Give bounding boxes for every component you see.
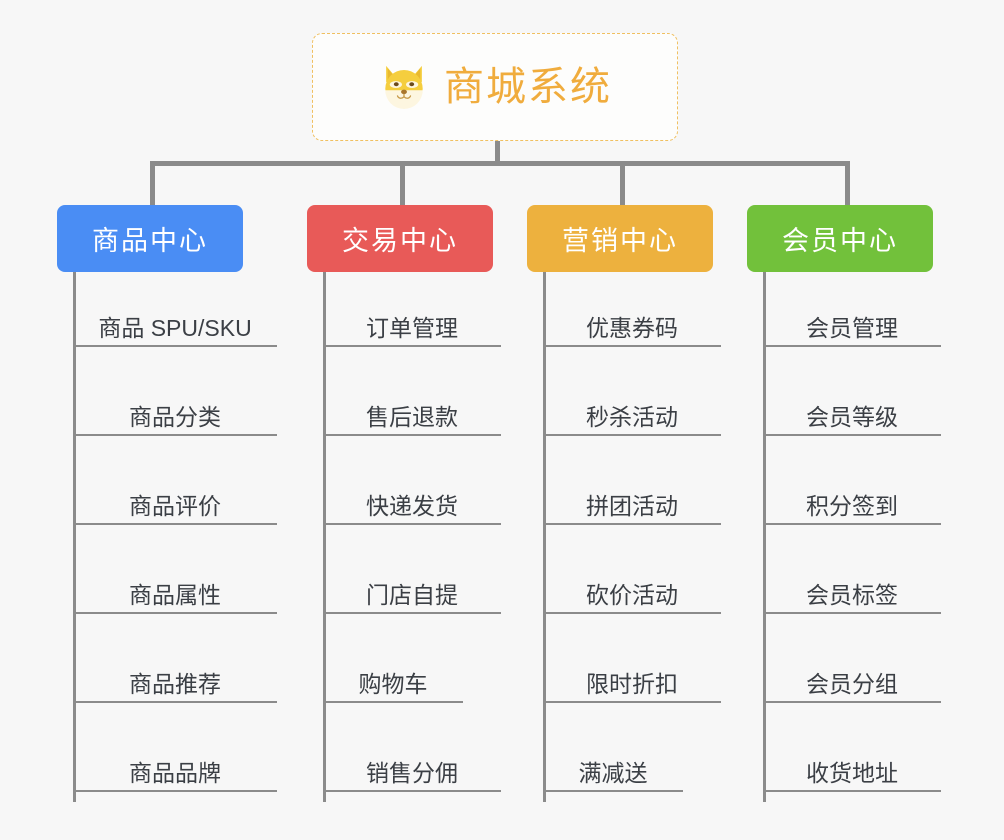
branch-spine-1 (323, 272, 326, 802)
connector-root-stub (495, 141, 500, 161)
leaf-node[interactable]: 商品 SPU/SKU (73, 302, 277, 347)
leaf-node[interactable]: 会员标签 (763, 569, 941, 614)
branch-header-3[interactable]: 会员中心 (747, 205, 933, 272)
shiba-dog-icon (385, 65, 423, 109)
leaf-node[interactable]: 商品评价 (73, 480, 277, 525)
branch-header-2[interactable]: 营销中心 (527, 205, 713, 272)
branch-header-1[interactable]: 交易中心 (307, 205, 493, 272)
leaf-node[interactable]: 限时折扣 (543, 658, 721, 703)
root-node[interactable]: 商城系统 (312, 33, 678, 141)
connector-drop-1 (150, 161, 155, 207)
branch-spine-3 (763, 272, 766, 802)
leaf-node[interactable]: 商品品牌 (73, 747, 277, 792)
leaf-node[interactable]: 销售分佣 (323, 747, 501, 792)
leaf-node[interactable]: 商品推荐 (73, 658, 277, 703)
leaf-node[interactable]: 快递发货 (323, 480, 501, 525)
leaf-node[interactable]: 商品属性 (73, 569, 277, 614)
leaf-node[interactable]: 会员等级 (763, 391, 941, 436)
leaf-node[interactable]: 优惠券码 (543, 302, 721, 347)
leaf-node[interactable]: 拼团活动 (543, 480, 721, 525)
branch-spine-2 (543, 272, 546, 802)
leaf-node[interactable]: 会员分组 (763, 658, 941, 703)
leaf-node[interactable]: 售后退款 (323, 391, 501, 436)
leaf-node[interactable]: 门店自提 (323, 569, 501, 614)
leaf-node[interactable]: 积分签到 (763, 480, 941, 525)
leaf-node[interactable]: 收货地址 (763, 747, 941, 792)
leaf-node[interactable]: 订单管理 (323, 302, 501, 347)
root-title: 商城系统 (444, 65, 612, 109)
branch-spine-0 (73, 272, 76, 802)
leaf-node[interactable]: 砍价活动 (543, 569, 721, 614)
connector-drop-4 (845, 161, 850, 207)
leaf-node[interactable]: 满减送 (543, 747, 683, 792)
connector-drop-2 (400, 161, 405, 207)
connector-drop-3 (620, 161, 625, 207)
leaf-node[interactable]: 商品分类 (73, 391, 277, 436)
leaf-node[interactable]: 秒杀活动 (543, 391, 721, 436)
connector-horizontal-bus (150, 161, 850, 166)
branch-header-0[interactable]: 商品中心 (57, 205, 243, 272)
leaf-node[interactable]: 会员管理 (763, 302, 941, 347)
leaf-node[interactable]: 购物车 (323, 658, 463, 703)
